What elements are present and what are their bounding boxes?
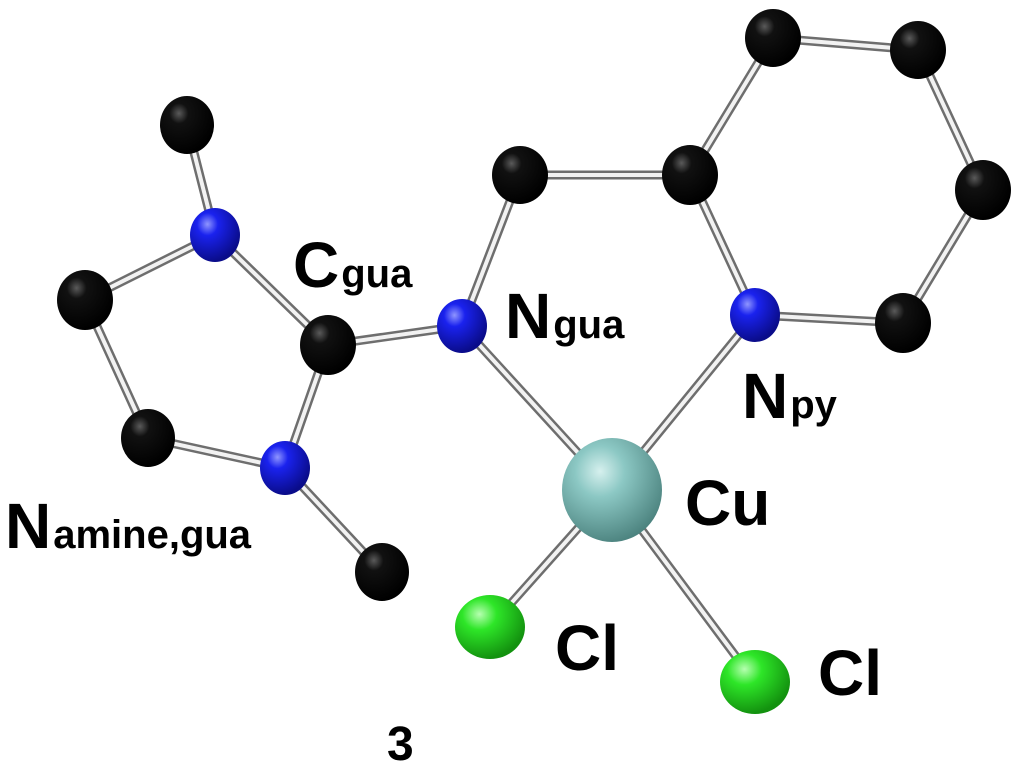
carbon-atom <box>662 145 718 205</box>
compound-number: 3 <box>387 718 414 771</box>
label-n-amine-gua: Namine,gua <box>5 490 252 562</box>
carbon-atom <box>121 409 175 467</box>
chlorine-atom <box>455 595 525 659</box>
atom-labels: Cgua Ngua Npy Cu Namine,gua Cl Cl 3 <box>5 229 882 771</box>
label-n-py: Npy <box>742 360 838 432</box>
carbon-atom <box>57 270 113 330</box>
carbon-atom <box>492 146 548 204</box>
copper-atom <box>562 438 662 542</box>
carbon-atom-c-gua <box>300 315 356 375</box>
label-cl-right: Cl <box>818 637 882 709</box>
chlorine-atom <box>720 650 790 714</box>
nitrogen-atom-amine-upper <box>190 208 240 262</box>
carbon-atom <box>160 96 214 154</box>
carbon-atom <box>955 160 1011 220</box>
nitrogen-atom-amine-gua <box>260 441 310 495</box>
carbon-atom <box>890 21 946 79</box>
label-c-gua: Cgua <box>293 229 413 301</box>
nitrogen-atom-n-gua <box>437 299 487 353</box>
label-cu: Cu <box>685 467 770 539</box>
bonds <box>80 33 988 687</box>
nitrogen-atom-n-py <box>730 288 780 342</box>
carbon-atom <box>875 293 931 353</box>
carbon-atom <box>355 543 409 601</box>
label-cl-left: Cl <box>555 612 619 684</box>
carbon-atom <box>745 9 801 67</box>
label-n-gua: Ngua <box>505 280 625 352</box>
atoms <box>57 9 1011 714</box>
